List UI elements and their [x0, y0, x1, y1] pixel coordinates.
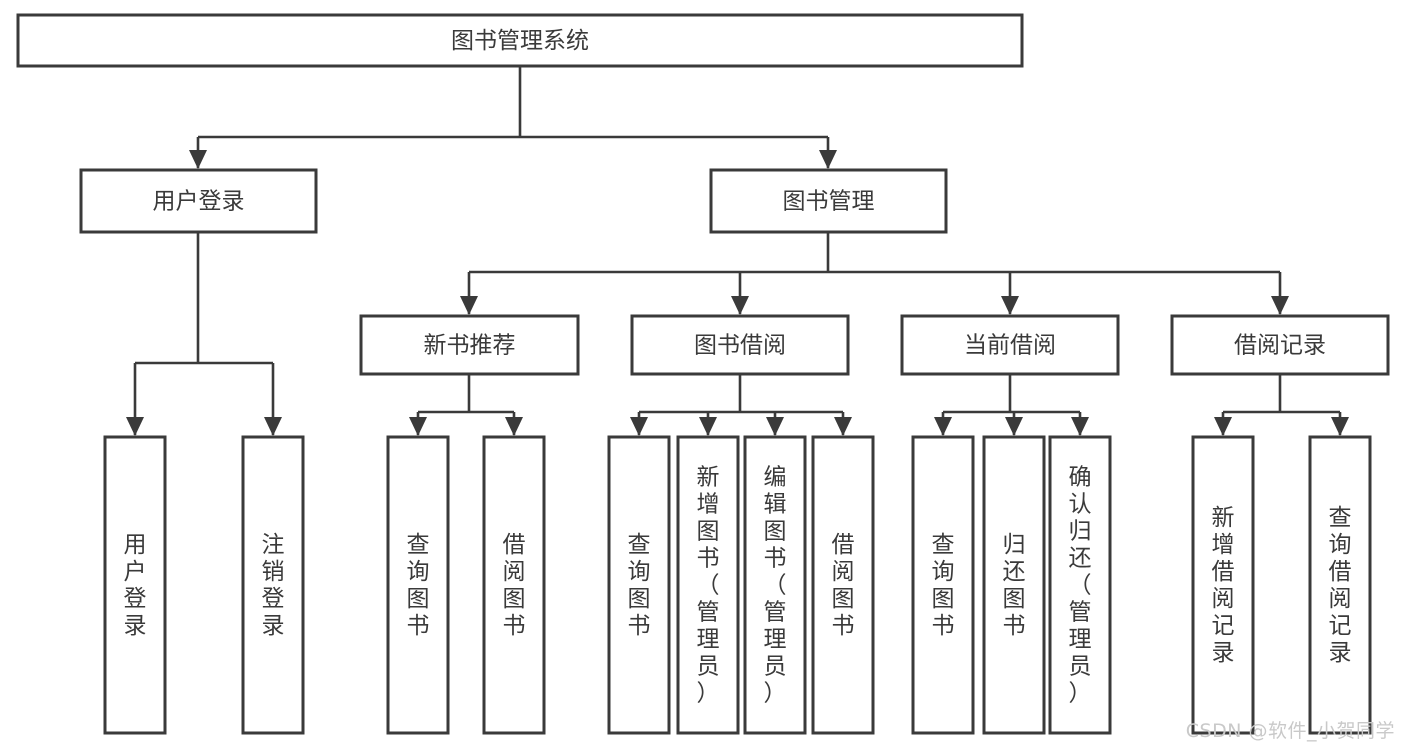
arrow-head-icon [766, 417, 784, 436]
node-leaf-borrow-book-1[interactable]: 借阅图书 [482, 435, 546, 735]
connectors-layer [126, 66, 1349, 436]
node-label-root: 图书管理系统 [451, 28, 589, 54]
node-label-borrow-record: 借阅记录 [1234, 333, 1326, 359]
node-box-leaf-user-login[interactable] [103, 435, 167, 735]
node-label-leaf-user-login: 用户登录 [124, 532, 147, 639]
arrow-head-icon [264, 417, 282, 436]
node-label-current-borrow: 当前借阅 [964, 333, 1056, 359]
node-box-book-management[interactable] [709, 168, 948, 234]
node-box-leaf-return-book[interactable] [982, 435, 1046, 735]
arrow-head-icon [126, 417, 144, 436]
node-leaf-logout[interactable]: 注销登录 [241, 435, 305, 735]
node-borrow-record[interactable]: 借阅记录 [1170, 314, 1390, 376]
node-box-leaf-edit-book[interactable] [743, 435, 807, 735]
arrow-head-icon [834, 417, 852, 436]
node-user-login[interactable]: 用户登录 [79, 168, 318, 234]
node-box-leaf-borrow-book-2[interactable] [811, 435, 875, 735]
node-root[interactable]: 图书管理系统 [16, 13, 1024, 68]
node-leaf-add-book[interactable]: 新增图书（管理员） [676, 435, 740, 735]
arrow-head-icon [1331, 417, 1349, 436]
node-leaf-query-record[interactable]: 查询借阅记录 [1308, 435, 1372, 735]
node-label-leaf-query-book-1: 查询图书 [407, 532, 430, 639]
node-label-leaf-logout: 注销登录 [262, 532, 285, 639]
node-box-leaf-query-book-3[interactable] [911, 435, 975, 735]
node-box-leaf-borrow-book-1[interactable] [482, 435, 546, 735]
node-box-book-borrow[interactable] [630, 314, 850, 376]
node-box-leaf-logout[interactable] [241, 435, 305, 735]
node-box-user-login[interactable] [79, 168, 318, 234]
node-label-leaf-add-record: 新增借阅记录 [1212, 505, 1235, 666]
node-label-leaf-edit-book: 编辑图书（管理员） [764, 465, 787, 707]
arrow-head-icon [1271, 296, 1289, 315]
arrow-head-icon [934, 417, 952, 436]
node-label-user-login: 用户登录 [153, 189, 245, 215]
arrow-head-icon [189, 150, 207, 169]
node-box-leaf-query-record[interactable] [1308, 435, 1372, 735]
node-current-borrow[interactable]: 当前借阅 [900, 314, 1120, 376]
node-box-leaf-confirm-return[interactable] [1048, 435, 1112, 735]
node-leaf-query-book-1[interactable]: 查询图书 [386, 435, 450, 735]
node-leaf-query-book-3[interactable]: 查询图书 [911, 435, 975, 735]
node-leaf-user-login[interactable]: 用户登录 [103, 435, 167, 735]
csdn-watermark: CSDN @软件_小贺同学 [1185, 720, 1395, 742]
node-box-root[interactable] [16, 13, 1024, 68]
node-leaf-query-book-2[interactable]: 查询图书 [607, 435, 671, 735]
node-box-borrow-record[interactable] [1170, 314, 1390, 376]
arrow-head-icon [1071, 417, 1089, 436]
node-leaf-add-record[interactable]: 新增借阅记录 [1191, 435, 1255, 735]
node-label-leaf-borrow-book-1: 借阅图书 [503, 532, 526, 639]
node-box-leaf-query-book-1[interactable] [386, 435, 450, 735]
node-label-leaf-query-book-3: 查询图书 [932, 532, 955, 639]
arrow-head-icon [819, 150, 837, 169]
node-label-leaf-borrow-book-2: 借阅图书 [832, 532, 855, 639]
node-label-new-book-recommend: 新书推荐 [424, 333, 516, 359]
node-box-leaf-add-record[interactable] [1191, 435, 1255, 735]
arrow-head-icon [731, 296, 749, 315]
node-label-leaf-add-book: 新增图书（管理员） [697, 465, 720, 707]
node-leaf-return-book[interactable]: 归还图书 [982, 435, 1046, 735]
node-leaf-confirm-return[interactable]: 确认归还（管理员） [1048, 435, 1112, 735]
arrow-head-icon [630, 417, 648, 436]
node-box-new-book-recommend[interactable] [359, 314, 580, 376]
node-book-management[interactable]: 图书管理 [709, 168, 948, 234]
node-box-current-borrow[interactable] [900, 314, 1120, 376]
node-leaf-edit-book[interactable]: 编辑图书（管理员） [743, 435, 807, 735]
node-label-leaf-confirm-return: 确认归还（管理员） [1069, 465, 1092, 707]
node-label-book-borrow: 图书借阅 [694, 333, 786, 359]
node-label-leaf-query-book-2: 查询图书 [628, 532, 651, 639]
arrow-head-icon [1214, 417, 1232, 436]
node-label-leaf-query-record: 查询借阅记录 [1329, 505, 1352, 666]
nodes-layer: 图书管理系统用户登录图书管理新书推荐图书借阅当前借阅借阅记录用户登录注销登录查询… [16, 13, 1390, 735]
arrow-head-icon [1001, 296, 1019, 315]
arrow-head-icon [505, 417, 523, 436]
arrow-head-icon [460, 296, 478, 315]
arrow-head-icon [409, 417, 427, 436]
arrow-head-icon [699, 417, 717, 436]
arrow-head-icon [1005, 417, 1023, 436]
node-label-book-management: 图书管理 [783, 189, 875, 215]
node-box-leaf-add-book[interactable] [676, 435, 740, 735]
node-leaf-borrow-book-2[interactable]: 借阅图书 [811, 435, 875, 735]
node-new-book-recommend[interactable]: 新书推荐 [359, 314, 580, 376]
node-box-leaf-query-book-2[interactable] [607, 435, 671, 735]
node-label-leaf-return-book: 归还图书 [1003, 532, 1026, 639]
node-book-borrow[interactable]: 图书借阅 [630, 314, 850, 376]
